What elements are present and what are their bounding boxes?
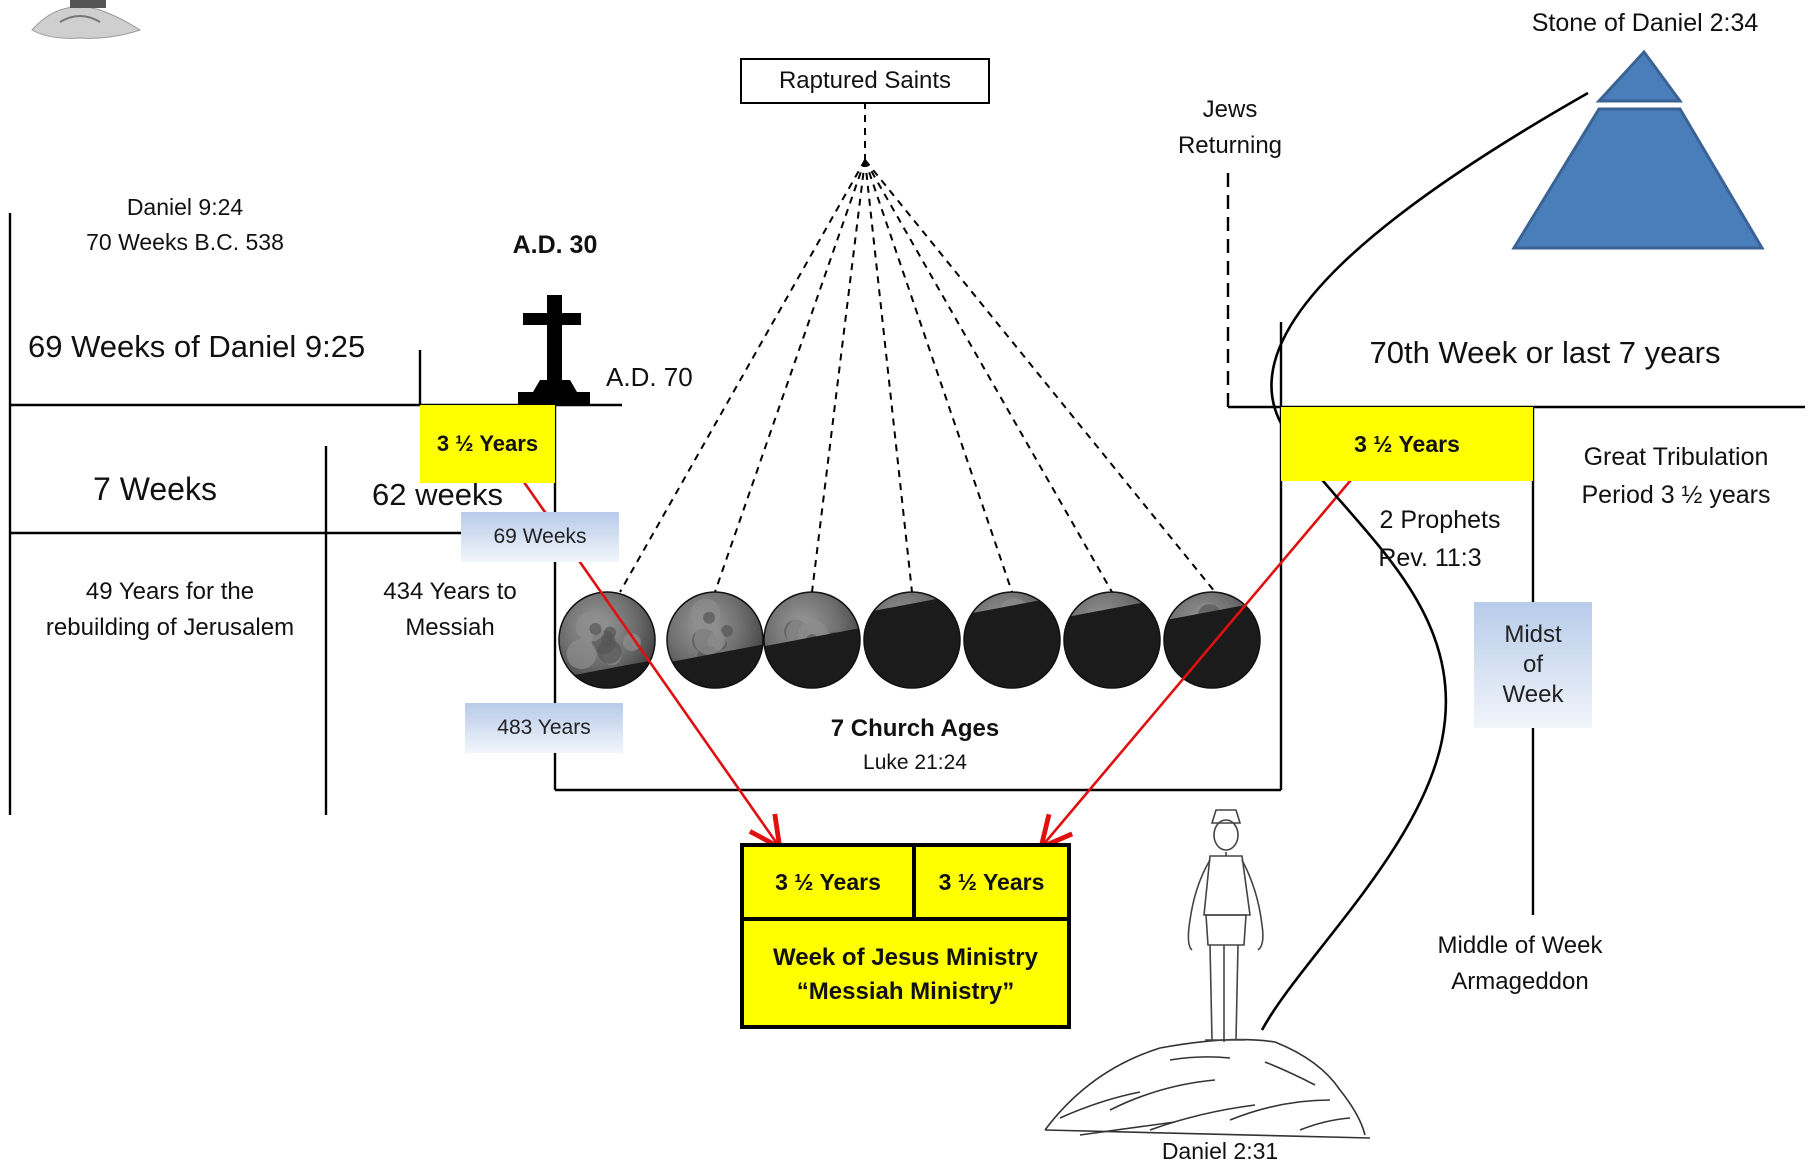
half-years-left-box: 3 ½ Years (420, 405, 555, 483)
ad30-label: A.D. 30 (512, 231, 598, 259)
moon-phase-icon (666, 591, 764, 689)
left-timeline-lines (8, 213, 1283, 815)
midst-line-2: of (1522, 651, 1543, 678)
ministry-line-2: “Messiah Ministry” (796, 978, 1015, 1005)
middle-of-week-line-1: Middle of Week (1437, 932, 1603, 959)
church-ages-label: 7 Church Ages (830, 715, 1000, 742)
rapture-lines (619, 102, 1216, 593)
weeks-69-daniel-label: 69 Weeks of Daniel 9:25 (28, 329, 366, 364)
weeks-69-tag: 69 Weeks (461, 512, 619, 562)
years-49-line-1: 49 Years for the (85, 578, 255, 605)
ministry-block: 3 ½ Years 3 ½ Years Week of Jesus Minist… (740, 843, 1071, 1029)
midst-line-3: Week (1502, 681, 1564, 708)
years-434-line-2: Messiah (405, 614, 495, 641)
years-49-line-2: rebuilding of Jerusalem (45, 614, 295, 641)
ad70-label: A.D. 70 (606, 362, 693, 392)
statue-figure-icon (1187, 809, 1264, 1042)
seven-weeks-label: 7 Weeks (93, 471, 217, 507)
right-timeline-lines (1226, 173, 1805, 915)
great-tribulation-line-1: Great Tribulation (1583, 443, 1769, 471)
stone-path-curve (1260, 91, 1589, 1031)
moon-phase-icon (1063, 591, 1161, 689)
moon-phase-icon (763, 591, 861, 689)
ministry-half-1: 3 ½ Years (744, 847, 916, 921)
ministry-title: Week of Jesus Ministry “Messiah Ministry… (744, 925, 1067, 1025)
stone-daniel-label: Stone of Daniel 2:34 (1531, 9, 1759, 37)
jews-returning-line-1: Jews (1202, 96, 1258, 123)
cross-icon (518, 295, 590, 406)
seventieth-week-label: 70th Week or last 7 years (1369, 335, 1721, 370)
sixtytwo-weeks-label: 62 weeks (372, 477, 503, 512)
moon-phase-icon (1163, 591, 1261, 689)
ministry-line-1: Week of Jesus Ministry (773, 944, 1038, 972)
great-tribulation-line-2: Period 3 ½ years (1581, 481, 1771, 509)
seventy-weeks-bc-label: 70 Weeks B.C. 538 (86, 229, 284, 255)
years-483-tag: 483 Years (465, 703, 623, 753)
half-years-right-box: 3 ½ Years (1281, 407, 1533, 481)
midst-line-1: Midst (1504, 621, 1562, 648)
moon-phase-icon (963, 591, 1061, 689)
jews-returning-line-2: Returning (1177, 132, 1283, 159)
raptured-saints-box: Raptured Saints (740, 58, 990, 104)
corner-ornament-icon (31, 0, 142, 39)
moon-phase-icon (863, 591, 961, 689)
moon-phase-icon (558, 591, 656, 689)
two-prophets-line-2: Rev. 11:3 (1378, 544, 1482, 572)
ministry-half-2: 3 ½ Years (916, 847, 1067, 921)
midst-of-week-box: Midst of Week (1474, 602, 1592, 728)
years-434-line-1: 434 Years to (383, 578, 517, 605)
middle-of-week-line-2: Armageddon (1451, 968, 1589, 995)
daniel-2-31-label: Daniel 2:31 (1161, 1138, 1279, 1164)
pyramid-stone-icon (1511, 49, 1765, 250)
luke-label: Luke 21:24 (863, 751, 967, 774)
rock-mound-icon (1044, 1038, 1371, 1139)
daniel-9-24-label: Daniel 9:24 (126, 194, 244, 220)
two-prophets-line-1: 2 Prophets (1379, 506, 1501, 534)
